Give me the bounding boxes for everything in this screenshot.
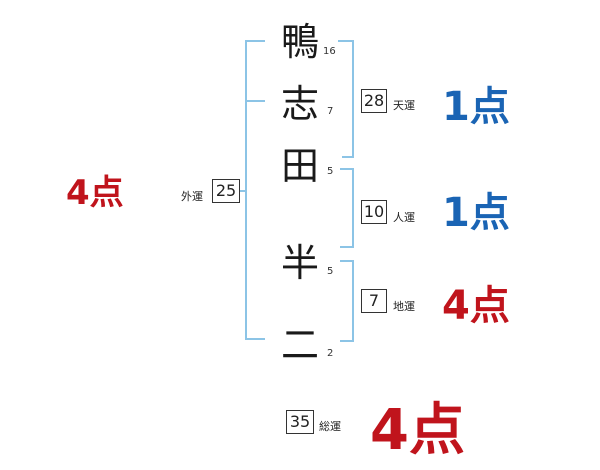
name-char-5: 二 [280,323,319,367]
tenun-bracket-vertical [352,40,354,158]
stroke-count-3: 5 [327,166,334,177]
tenun-label: 天運 [393,99,415,112]
tenun-score: 1点 [442,84,510,130]
jinun-bracket-top [340,168,354,170]
jinun-score: 1点 [442,190,510,236]
souun-value: 35 [286,410,314,434]
souun-label: 総運 [319,420,341,433]
gaiun-bracket-tick [245,100,265,102]
chiun-bracket-vertical [352,260,354,342]
jinun-value: 10 [361,200,387,224]
jinun-label: 人運 [393,211,415,224]
gaiun-label: 外運 [181,190,203,203]
name-char-4: 半 [280,241,319,285]
gaiun-bracket-connector [238,190,247,192]
gaiun-bracket-top [245,40,265,42]
stroke-count-4: 5 [327,266,334,277]
stroke-count-5: 2 [327,348,334,359]
chiun-bracket-top [340,260,354,262]
gaiun-value: 25 [212,179,240,203]
chiun-label: 地運 [393,300,415,313]
name-char-1: 鴨 [280,20,319,64]
name-char-3: 田 [280,144,319,188]
gaiun-bracket-bottom [245,338,265,340]
souun-score: 4点 [370,398,465,463]
tenun-bracket-top [338,40,354,42]
gaiun-score: 4点 [66,173,124,213]
chiun-score: 4点 [442,283,510,329]
jinun-bracket-vertical [352,168,354,248]
jinun-bracket-bottom [340,246,354,248]
name-char-2: 志 [280,82,319,126]
tenun-bracket-bottom [342,156,354,158]
stroke-count-1: 16 [323,46,336,57]
chiun-value: 7 [361,289,387,313]
chiun-bracket-bottom [340,340,354,342]
tenun-value: 28 [361,89,387,113]
stroke-count-2: 7 [327,106,334,117]
